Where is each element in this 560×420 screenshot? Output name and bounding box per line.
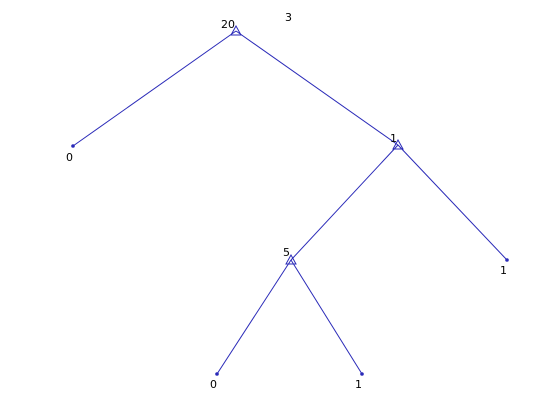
leaf-node-label-leaf-root-left: 0 xyxy=(66,151,73,164)
split-node-marker-inner-left xyxy=(285,253,297,265)
edge-inner-left-to-leaf-inner-left xyxy=(216,259,292,375)
edge-inner-left-to-leaf-inner-right xyxy=(290,259,363,375)
edge-root-to-right-child xyxy=(235,30,399,146)
split-node-label-right-child: 1 xyxy=(390,132,397,145)
leaf-node-label-leaf-inner-left: 0 xyxy=(210,378,217,391)
leaf-node-marker-leaf-inner-left xyxy=(215,372,219,376)
leaf-node-marker-leaf-root-left xyxy=(71,144,75,148)
leaf-node-label-leaf-right-right: 1 xyxy=(500,264,507,277)
edge-right-child-to-inner-left xyxy=(290,144,399,261)
split-node-label-inner-left: 5 xyxy=(283,246,290,259)
tree-caption: 3 xyxy=(285,11,292,24)
leaf-node-marker-leaf-inner-right xyxy=(360,372,364,376)
nodes: 20 1 5 0 1 0 1 xyxy=(66,18,509,391)
split-node-marker-root xyxy=(230,24,242,36)
edges xyxy=(72,30,508,375)
split-node-marker-right-child xyxy=(392,138,404,150)
leaf-node-marker-leaf-right-right xyxy=(505,258,509,262)
edge-right-child-to-leaf-right-right xyxy=(397,144,508,261)
leaf-node-label-leaf-inner-right: 1 xyxy=(355,378,362,391)
edge-root-to-leaf-root-left xyxy=(72,30,237,147)
split-node-label-root: 20 xyxy=(221,18,235,31)
